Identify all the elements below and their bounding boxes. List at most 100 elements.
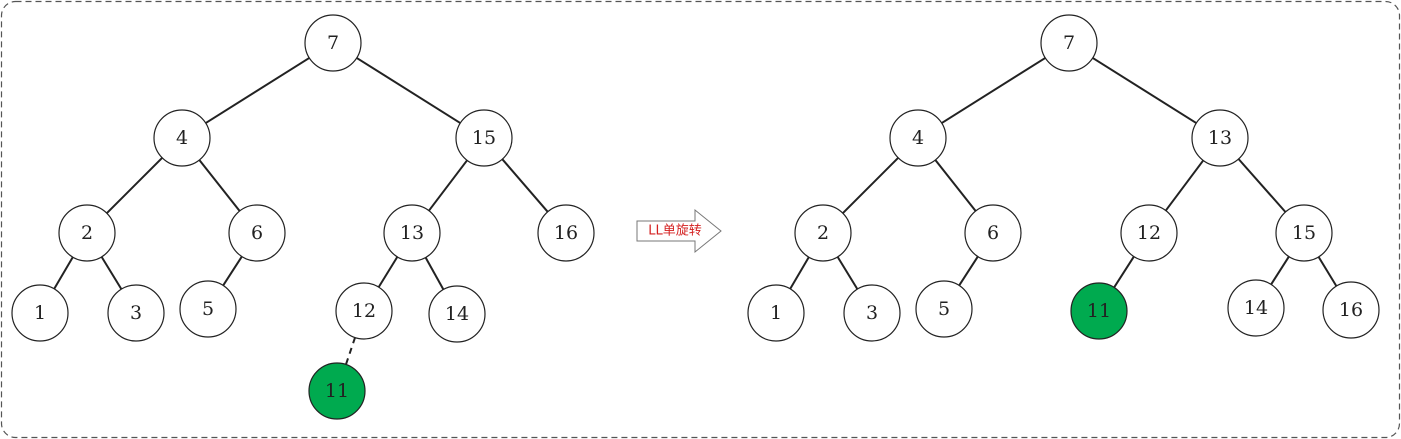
before-tree-edge [222,255,243,287]
node-label: 11 [1087,300,1111,322]
node-label: 16 [1339,299,1363,321]
node-circle [915,280,973,338]
node-label: 15 [472,127,496,149]
inserted-node-circle [308,362,366,420]
before-tree-node: 4 [153,109,211,167]
after-tree-node: 11 [1070,282,1128,340]
after-tree-edge [836,256,859,290]
node-circle [1227,279,1285,337]
node-circle [179,280,237,338]
node-circle [843,284,901,342]
node-circle [537,204,595,262]
node-label: 6 [251,222,263,244]
node-label: 14 [445,303,469,325]
after-tree-node: 14 [1227,279,1285,337]
after-tree-node: 7 [1040,14,1098,72]
after-tree-edge [1270,256,1290,285]
node-circle [383,204,441,262]
before-tree-node: 6 [228,204,286,262]
node-circle [889,109,947,167]
before-tree-node: 7 [304,14,362,72]
node-circle [228,204,286,262]
before-tree-edge [356,57,461,124]
node-label: 5 [202,298,214,320]
before-tree-edge [100,256,123,290]
after-tree-node: 5 [915,280,973,338]
node-label: 13 [400,222,424,244]
after-tree-node: 2 [794,204,852,262]
before-tree-node: 12 [335,282,393,340]
node-circle [153,109,211,167]
before-tree-node: 14 [428,285,486,343]
before-tree-edge [53,256,74,290]
before-tree-edge [428,159,468,212]
right-arrow-icon [636,208,722,254]
node-circle [1322,281,1380,339]
node-circle [107,284,165,342]
after-tree-node: 15 [1275,204,1333,262]
after-tree-edge [789,256,810,290]
before-tree-node: 16 [537,204,595,262]
before-tree-node: 1 [11,284,69,342]
node-label: 3 [130,302,142,324]
node-circle [794,204,852,262]
node-label: 1 [34,302,46,324]
before-tree-edge [205,57,310,124]
after-tree-node: 13 [1191,109,1249,167]
node-circle [58,204,116,262]
node-label: 2 [817,222,829,244]
node-circle [335,282,393,340]
node-circle [11,284,69,342]
node-label: 1 [770,302,782,324]
after-tree-edge [1237,158,1287,213]
after-tree-node: 1 [747,284,805,342]
before-tree-edge [106,157,163,214]
node-label: 3 [866,302,878,324]
before-tree-node: 11 [308,362,366,420]
after-tree-node: 3 [843,284,901,342]
rotation-label: LL单旋转 [648,224,702,239]
before-tree-edge [377,256,399,288]
node-label: 7 [327,32,339,54]
node-label: 11 [325,380,349,402]
after-tree-edge [958,255,979,287]
node-label: 7 [1063,32,1075,54]
after-tree-edge [842,157,899,214]
after-tree-edge [934,159,977,212]
after-tree-edge [1164,159,1205,212]
node-circle [747,284,805,342]
after-tree-edge [1317,256,1338,287]
node-label: 6 [987,222,999,244]
before-tree-edge [345,337,356,365]
node-label: 4 [176,127,188,149]
node-label: 2 [81,222,93,244]
node-circle [1040,14,1098,72]
after-tree-node: 12 [1120,204,1178,262]
before-tree-edge [198,159,241,212]
before-tree-node: 2 [58,204,116,262]
node-label: 16 [554,222,578,244]
node-label: 13 [1208,127,1232,149]
node-circle [1275,204,1333,262]
after-tree-edge [1092,57,1197,124]
node-circle [1120,204,1178,262]
before-tree-node: 5 [179,280,237,338]
inserted-node-circle [1070,282,1128,340]
after-tree-node: 4 [889,109,947,167]
before-tree-node: 15 [455,109,513,167]
before-tree-node: 13 [383,204,441,262]
before-tree-node: 3 [107,284,165,342]
node-circle [1191,109,1249,167]
node-label: 14 [1244,297,1268,319]
node-label: 12 [352,300,376,322]
node-circle [304,14,362,72]
before-tree-edge [424,256,445,291]
node-label: 15 [1292,222,1316,244]
node-circle [428,285,486,343]
node-circle [964,204,1022,262]
node-label: 4 [912,127,924,149]
